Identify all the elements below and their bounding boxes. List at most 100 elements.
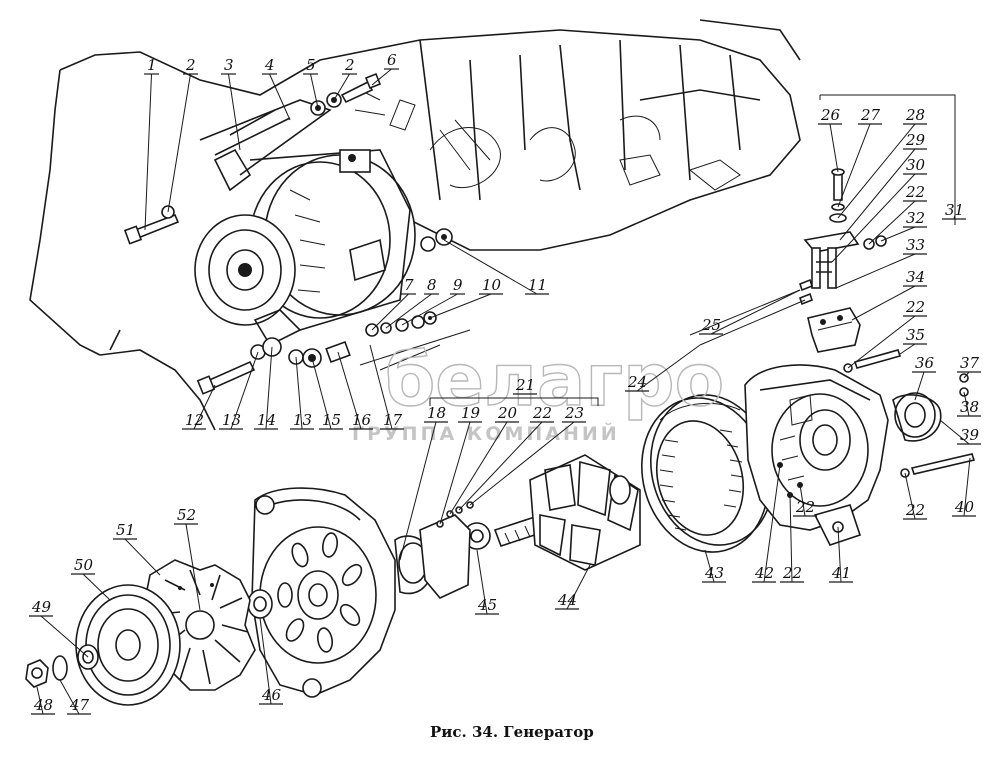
- part-label: 28: [905, 106, 925, 124]
- watermark-brand: белагро: [385, 338, 724, 422]
- leader-line: [333, 73, 350, 101]
- figure-caption: Рис. 34. Генератор: [430, 723, 594, 741]
- part-label: 12: [185, 411, 204, 429]
- leader-line: [439, 421, 471, 525]
- leader-line: [449, 421, 508, 515]
- leader-line: [837, 123, 916, 219]
- watermark: белагро ГРУППА КОМПАНИЙ: [352, 337, 725, 445]
- part-label: 20: [497, 404, 518, 422]
- part-label: 18: [427, 404, 446, 422]
- stator: [641, 394, 775, 553]
- part-label: 35: [906, 326, 925, 344]
- leader-line: [566, 564, 591, 610]
- leader-line: [831, 173, 916, 263]
- part-label: 23: [564, 404, 584, 422]
- leader-line: [124, 538, 161, 576]
- leader-line: [36, 686, 44, 715]
- engine-block-drawing: [29, 19, 801, 431]
- leader-line: [835, 253, 916, 289]
- leader-line: [914, 371, 925, 401]
- part-label: 30: [906, 156, 926, 174]
- part-label: 36: [915, 354, 935, 372]
- part-label: 21: [515, 376, 535, 394]
- brush-holder-assembly: [689, 168, 902, 373]
- leader-line: [851, 285, 916, 321]
- part-label: 24: [627, 373, 647, 391]
- leader-line: [443, 239, 538, 295]
- leader-line: [829, 123, 839, 173]
- assembled-generator: [194, 99, 416, 347]
- part-label: 22: [905, 501, 925, 519]
- part-label: 40: [954, 498, 975, 516]
- leader-line: [228, 73, 241, 151]
- part-label: 37: [960, 354, 980, 372]
- leader-line: [385, 293, 432, 329]
- leader-line: [371, 293, 409, 331]
- leader-line: [269, 73, 291, 121]
- part-label: 49: [31, 598, 52, 616]
- leader-line: [837, 123, 871, 208]
- part-label: 47: [69, 696, 90, 714]
- leader-line: [310, 73, 319, 109]
- rear-housing: [744, 364, 976, 546]
- part-label: 13: [222, 411, 241, 429]
- part-label: 7: [404, 276, 414, 294]
- part-label: 2: [344, 56, 355, 74]
- part-label: 2: [185, 56, 196, 74]
- part-label: 14: [257, 411, 276, 429]
- part-label: 48: [33, 696, 53, 714]
- leader-line: [401, 293, 458, 326]
- leader-line: [371, 68, 392, 86]
- leader-line: [40, 615, 89, 658]
- part-label: 51: [116, 521, 135, 539]
- leader-line: [230, 351, 259, 430]
- part-label: 4: [264, 56, 275, 74]
- part-label: 9: [453, 276, 463, 294]
- leader-line: [265, 346, 273, 430]
- part-label: 22: [905, 298, 925, 316]
- leader-line: [369, 344, 393, 430]
- part-label: 6: [387, 51, 397, 69]
- leader-line: [963, 457, 971, 517]
- part-label: 11: [528, 276, 547, 294]
- leader-line: [458, 421, 543, 511]
- part-label: 22: [532, 404, 552, 422]
- leader-line: [789, 494, 793, 583]
- leader-line: [185, 523, 201, 611]
- group-brackets: [429, 94, 956, 406]
- leader-line: [963, 371, 970, 379]
- rotor: [463, 454, 641, 571]
- leader-line: [337, 351, 362, 430]
- leader-line: [193, 384, 216, 430]
- part-label: 19: [461, 404, 481, 422]
- part-label: 22: [905, 183, 925, 201]
- leader-line: [82, 573, 111, 601]
- leader-line: [939, 419, 970, 445]
- leader-line: [763, 464, 781, 583]
- part-label: 33: [906, 236, 925, 254]
- part-label: 22: [782, 564, 802, 582]
- leader-line: [847, 315, 916, 369]
- leader-line: [799, 484, 806, 517]
- part-label: 17: [383, 411, 403, 429]
- leader-line: [839, 148, 916, 241]
- part-label: 10: [482, 276, 502, 294]
- part-label: 38: [960, 398, 979, 416]
- part-label: 46: [261, 686, 282, 704]
- leader-line: [880, 226, 916, 242]
- leader-line: [476, 549, 488, 615]
- part-label: 29: [905, 131, 926, 149]
- part-label: 32: [906, 209, 925, 227]
- part-label: 41: [831, 564, 851, 582]
- leader-line: [429, 293, 492, 319]
- watermark-tagline: ГРУППА КОМПАНИЙ: [352, 422, 620, 445]
- leader-line: [59, 679, 80, 715]
- leader-line: [399, 421, 437, 561]
- part-label: 3: [224, 56, 234, 74]
- upper-fasteners: [123, 72, 471, 395]
- leader-line: [704, 549, 715, 583]
- part-label: 8: [427, 276, 437, 294]
- leader-line: [868, 200, 916, 245]
